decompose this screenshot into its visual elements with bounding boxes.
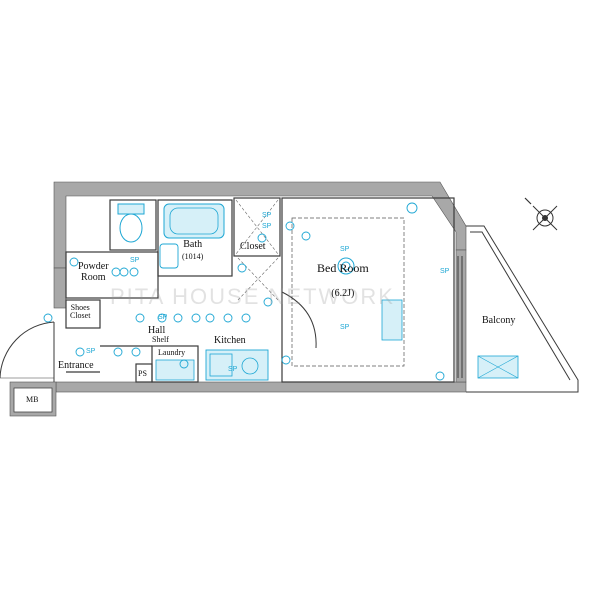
laundry-label: Laundry [158,348,186,357]
balcony-text: Balcony [482,315,516,326]
powder-room-text: Powder Room [78,261,109,283]
bed-room-label: Bed Room (6.2J) [317,262,369,299]
closet-diagonals [235,199,279,301]
fixture-symbols [43,202,445,381]
mb-box [13,387,53,413]
wall-left [53,267,67,309]
powder-room [65,251,159,299]
shelf-label: Shelf [152,335,169,344]
toilet-fixture [117,203,145,243]
ps-box [135,363,153,383]
bath-label: Bath (1014) [182,239,204,261]
shelf-text: Shelf [152,335,169,344]
shoes-closet-text: Shoes Closet [70,303,91,321]
laundry-text: Laundry [158,348,186,357]
laundry-pan [155,359,195,381]
sp-symbol: SP [262,223,272,230]
ps-text: PS [138,369,147,378]
bed-room-text: Bed Room [317,261,369,275]
sp-symbol: SP [262,212,272,219]
wall-top [53,181,467,269]
entrance-label: Entrance [58,360,94,372]
kitchen-counter [205,349,269,381]
closet-room [233,197,281,257]
powder-room-label: Powder Room [78,261,109,283]
kitchen-label: Kitchen [214,335,246,347]
bedroom [281,197,455,383]
shoes-closet-label: Shoes Closet [70,303,91,321]
sp-symbol: SP [130,257,140,264]
hall-label: Hall [148,325,166,337]
bed-room-size-text: (6.2J) [331,287,355,299]
windows [457,256,463,378]
entrance-text: Entrance [58,360,94,371]
wall-bottom [55,381,467,393]
bedroom-ceiling-line [291,217,405,367]
kitchen-text: Kitchen [214,335,246,346]
hall-text: Hall [148,325,166,336]
bedroom-door [281,291,317,349]
bath-size-text: (1014) [182,251,204,261]
bathtub [163,203,225,239]
closet-text: Closet [240,241,266,252]
watermark: PITA HOUSE NETWORK [110,284,395,309]
shoes-closet [65,299,101,329]
bath-text: Bath [183,239,203,250]
sp-symbol: SP [158,314,168,321]
sp-symbol: SP [440,268,450,275]
balcony-label: Balcony [482,315,516,327]
sp-symbol: SP [228,366,238,373]
wall-right [455,249,467,383]
bath-sink [159,243,179,269]
toilet-room [109,199,157,251]
compass-icon [524,197,558,231]
mb-text: MB [26,395,39,404]
bath-room [157,199,233,277]
balcony-outline [466,225,579,393]
closet-label: Closet [240,241,266,253]
sp-symbol: SP [86,348,96,355]
partitions [65,197,455,383]
entrance-door [0,321,55,382]
sp-symbol: SP [340,246,350,253]
ps-label: PS [138,369,147,378]
bedroom-light [337,257,355,275]
sp-symbol: SP [340,324,350,331]
mb-label: MB [26,395,39,404]
bedroom-wall-unit [381,299,403,341]
